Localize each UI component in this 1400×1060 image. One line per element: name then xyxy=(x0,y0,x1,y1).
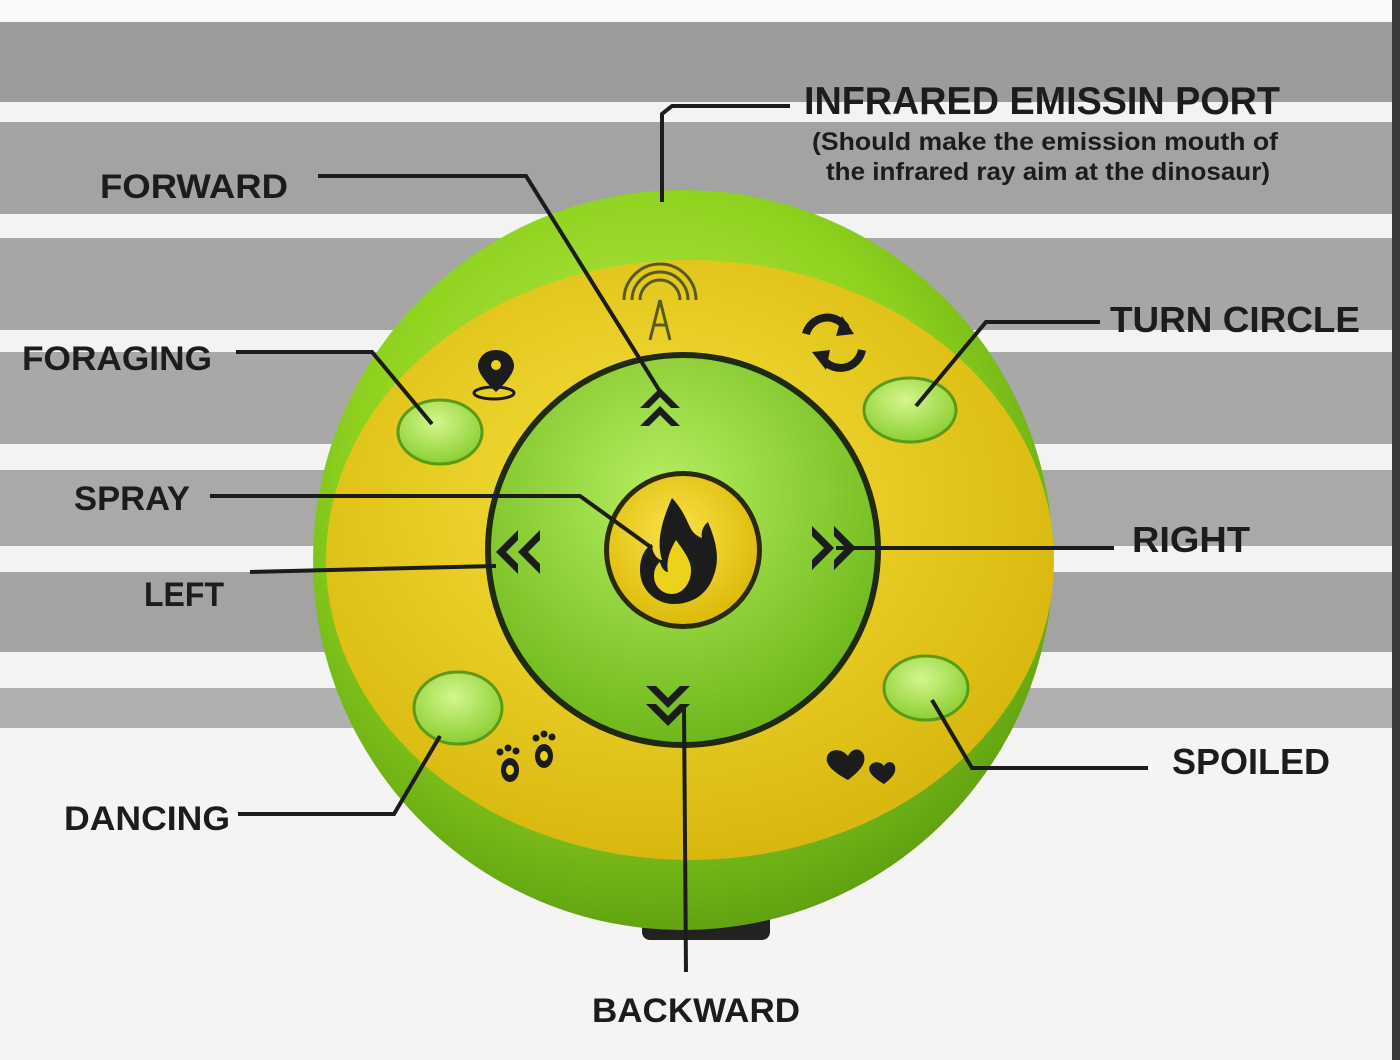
footprints-icon xyxy=(496,730,556,782)
header-note-line2: the infrared ray aim at the dinosaur) xyxy=(826,158,1270,186)
label-forward: FORWARD xyxy=(100,168,288,206)
double-chevron-up-icon xyxy=(640,388,680,426)
label-turn-circle: TURN CIRCLE xyxy=(1110,299,1360,340)
spoiled-button[interactable] xyxy=(882,654,970,722)
leader-dancing xyxy=(238,734,442,816)
rotate-arrows-icon xyxy=(802,313,866,372)
antenna-signal-icon xyxy=(622,262,698,341)
side-buttons xyxy=(396,376,970,746)
header-title: INFRARED EMISSIN PORT xyxy=(804,80,1280,123)
leader-left xyxy=(249,564,497,574)
leader-spoiled xyxy=(930,698,1148,770)
label-spray: SPRAY xyxy=(74,480,190,518)
label-left: LEFT xyxy=(144,576,224,614)
double-chevron-right-icon xyxy=(812,526,856,570)
label-backward: BACKWARD xyxy=(592,992,800,1030)
header-note-line1: (Should make the emission mouth of xyxy=(812,128,1279,156)
label-spoiled: SPOILED xyxy=(1172,741,1330,782)
leader-infrared xyxy=(660,104,790,202)
flame-icon xyxy=(640,498,717,604)
leader-foraging xyxy=(236,350,434,426)
label-right: RIGHT xyxy=(1132,519,1250,560)
hearts-icon xyxy=(826,749,896,784)
label-dancing: DANCING xyxy=(64,800,230,838)
turn-circle-button[interactable] xyxy=(862,376,958,444)
label-foraging: FORAGING xyxy=(22,340,212,378)
leader-turn-circle xyxy=(914,320,1100,408)
leader-backward xyxy=(682,707,688,973)
double-chevron-left-icon xyxy=(496,530,540,574)
leader-forward xyxy=(318,174,666,400)
labels: INFRARED EMISSIN PORT (Should make the e… xyxy=(22,80,1360,1030)
map-pin-icon xyxy=(472,350,516,401)
leader-spray xyxy=(210,494,654,550)
double-chevron-down-icon xyxy=(646,686,690,726)
leader-lines xyxy=(210,104,1148,973)
dancing-button[interactable] xyxy=(412,670,504,746)
foraging-button[interactable] xyxy=(396,398,484,466)
